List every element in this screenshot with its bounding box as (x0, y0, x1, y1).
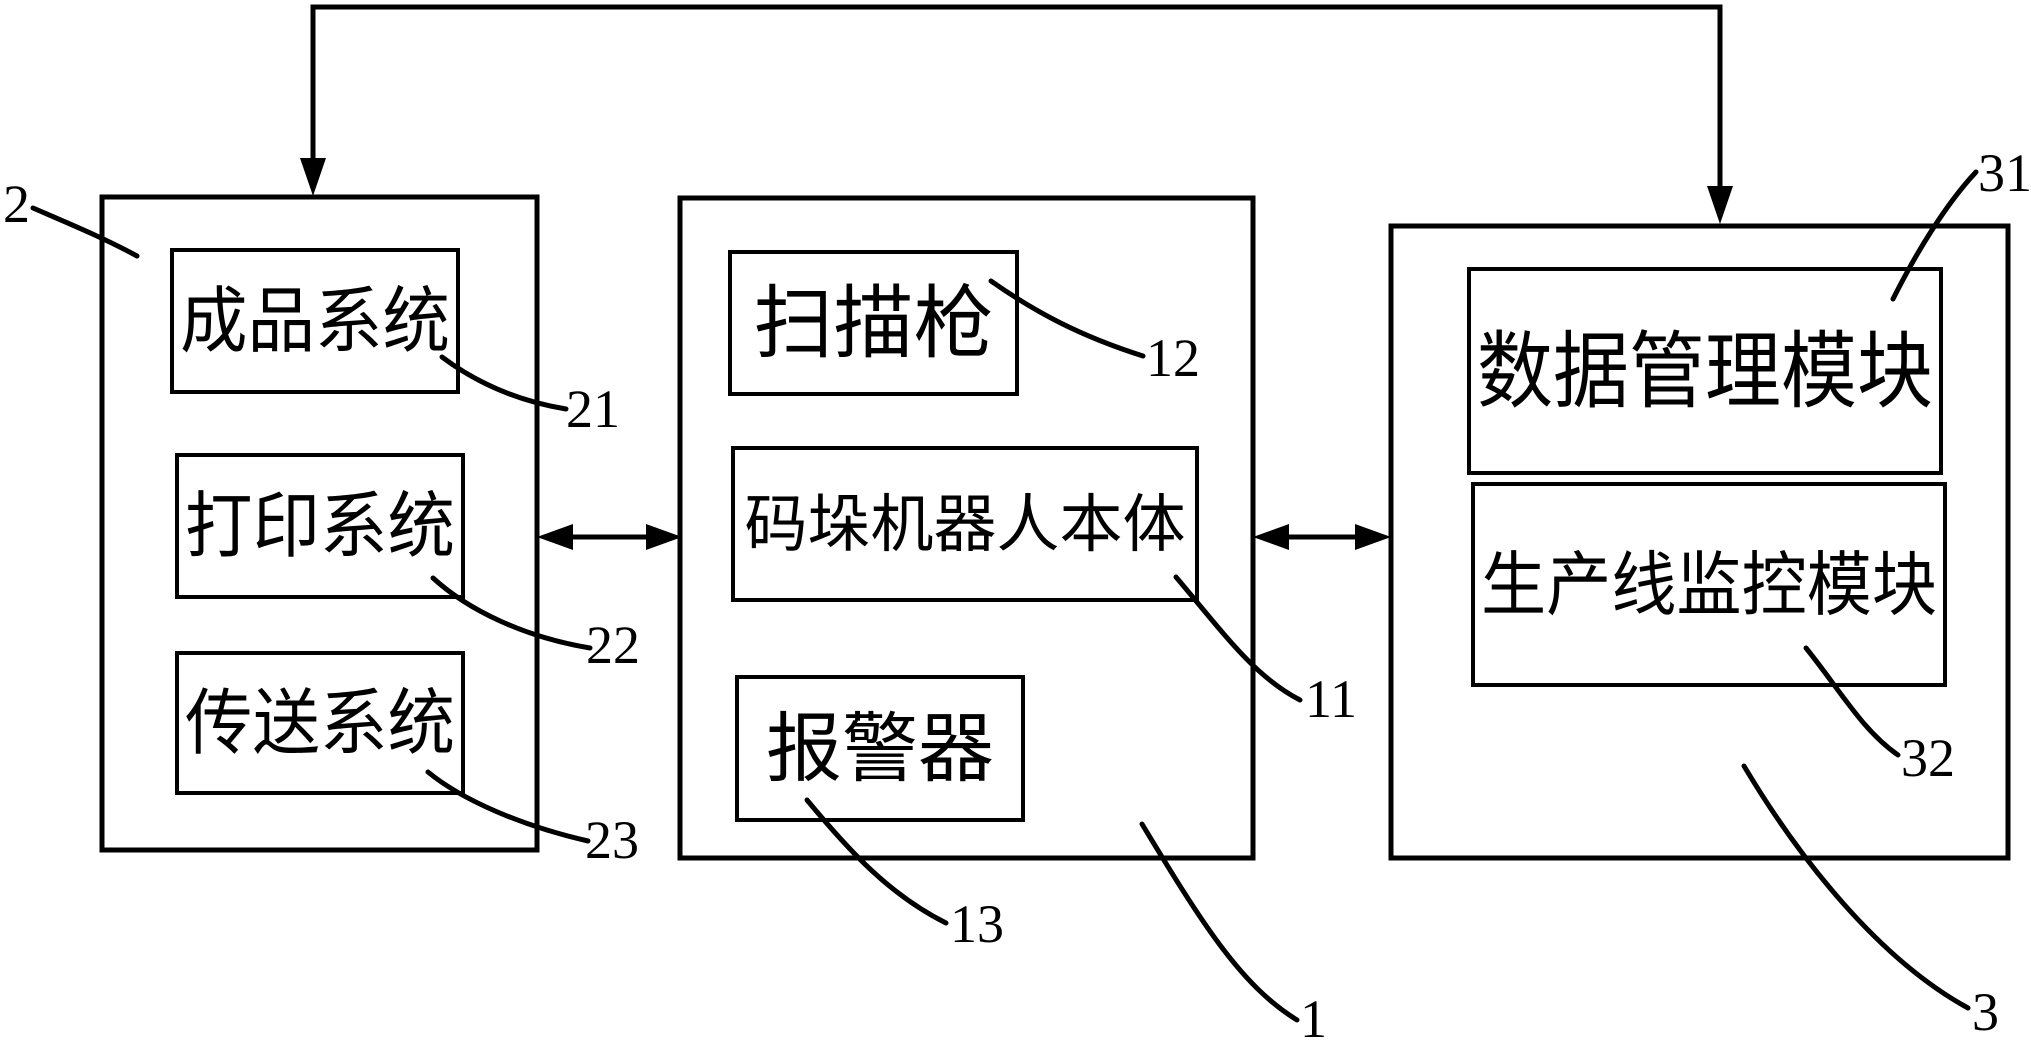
leader-to-ref-32 (1803, 645, 1901, 758)
leader-to-ref-31 (1890, 169, 1979, 302)
box-production-line-monitoring-module-label: 生产线监控模块 (1481, 548, 1937, 625)
leader-to-ref-11 (1173, 574, 1303, 703)
ref-label-1: 1 (1300, 989, 1327, 1040)
bidirectional-arrow-middle-right-right-head (1355, 524, 1391, 550)
ref-label-31: 31 (1978, 143, 2031, 203)
box-palletizing-robot-body (731, 446, 1199, 602)
leader-to-ref-23 (425, 769, 591, 844)
box-data-management-module-label: 数据管理模块 (1477, 326, 1933, 419)
ref-label-21: 21 (566, 379, 620, 439)
bidirectional-arrow-left-middle-right-head (646, 524, 682, 550)
leader-to-ref-3 (1741, 763, 1971, 1011)
down-arrowhead-into-box-2 (300, 158, 326, 196)
leader-to-ref-13 (804, 797, 949, 926)
leader-to-ref-22 (430, 575, 593, 651)
leader-to-ref-21 (439, 354, 569, 412)
box-conveying-system (175, 651, 465, 795)
box-printing-system-label: 打印系统 (185, 487, 455, 567)
ref-label-22: 22 (586, 615, 640, 675)
box-scanning-gun (728, 250, 1019, 396)
bidirectional-arrow-left-middle-left-head (537, 524, 573, 550)
bidirectional-arrow-middle-right-left-head (1253, 524, 1289, 550)
box-alarm-label: 报警器 (766, 708, 994, 792)
box-conveying-system-label: 传送系统 (185, 684, 455, 764)
ref-label-2: 2 (3, 174, 30, 234)
leader-to-ref-1 (1139, 821, 1300, 1023)
box-printing-system (175, 453, 465, 599)
leader-to-ref-2 (30, 205, 140, 259)
box-alarm (735, 675, 1025, 822)
box-scanning-gun-label: 扫描枪 (754, 281, 994, 369)
top-connector-line (310, 4, 1723, 189)
ref-label-11: 11 (1305, 669, 1357, 729)
box-finished-product-system (170, 248, 460, 394)
ref-label-3: 3 (1972, 982, 1999, 1040)
ref-label-23: 23 (585, 810, 639, 870)
box-production-line-monitoring-module (1471, 482, 1947, 687)
leader-to-ref-12 (988, 278, 1146, 359)
box-finished-product-system-label: 成品系统 (180, 282, 450, 362)
ref-label-13: 13 (950, 894, 1004, 954)
down-arrowhead-into-box-3 (1707, 186, 1733, 224)
ref-label-12: 12 (1146, 328, 1200, 388)
ref-label-32: 32 (1901, 728, 1955, 788)
box-palletizing-robot-body-label: 码垛机器人本体 (745, 490, 1186, 560)
box-data-management-module (1467, 267, 1943, 475)
